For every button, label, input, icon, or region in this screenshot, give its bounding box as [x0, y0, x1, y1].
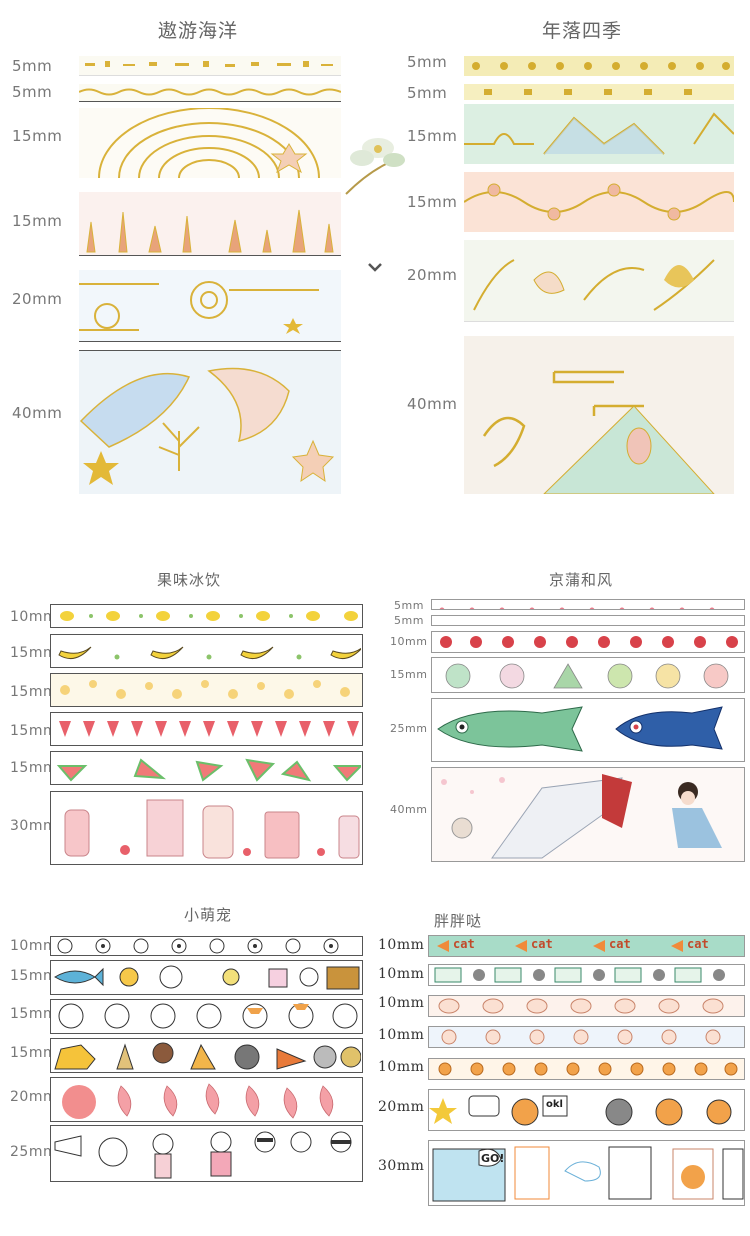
washi-tape-chubby-3 — [428, 995, 745, 1017]
tape-label: 20mm — [10, 1089, 58, 1105]
washi-tape-ocean-5mm-b — [79, 84, 341, 102]
washi-tape-koi-25mm — [431, 698, 745, 762]
tape-label: 20mm — [407, 266, 458, 284]
tape-label: 15mm — [390, 668, 428, 681]
tape-label: 20mm — [378, 1099, 425, 1115]
go-word-text: GO! — [481, 1152, 505, 1165]
okl-word-text: okl — [546, 1099, 563, 1110]
set-title-fruit: 果味冰饮 — [157, 571, 222, 589]
tape-label: 10mm — [378, 937, 425, 953]
cat-word-text: cat — [453, 937, 475, 951]
washi-tape-pets-25mm — [50, 1125, 363, 1182]
washi-tape-chubby-2 — [428, 964, 745, 986]
set-title-seasons: 年落四季 — [542, 20, 623, 42]
washi-tape-jp-5mm-a — [431, 599, 745, 610]
tape-label: 15mm — [12, 212, 63, 230]
washi-tape-seasons-15mm-b — [464, 172, 734, 232]
washi-tape-orange — [50, 673, 363, 707]
tape-label: 25mm — [10, 1144, 58, 1160]
tape-label: 10mm — [10, 938, 58, 954]
washi-tape-banana — [50, 634, 363, 668]
set-title-chubby: 胖胖哒 — [434, 912, 483, 930]
tape-label: 15mm — [10, 1006, 58, 1022]
tape-label: 15mm — [10, 1045, 58, 1061]
tape-label: 5mm — [12, 57, 53, 75]
set-title-japanese: 京蒲和风 — [549, 571, 614, 589]
washi-tape-pets-20mm — [50, 1077, 363, 1122]
tape-label: 5mm — [394, 599, 424, 612]
washi-tape-ocean-40mm — [79, 350, 341, 494]
chevron-down-icon — [368, 263, 382, 272]
washi-tape-ocean-5mm-a — [79, 56, 341, 76]
flower-sprig-decoration — [345, 138, 405, 195]
washi-tape-seasons-15mm-a — [464, 104, 734, 164]
washi-tape-seasons-40mm — [464, 336, 734, 494]
tape-label: 15mm — [10, 760, 58, 776]
tape-label: 30mm — [378, 1158, 425, 1174]
tape-label: 10mm — [10, 609, 58, 625]
washi-tape-pets-15mm-c — [50, 1038, 363, 1073]
washi-tape-chubby-5 — [428, 1058, 745, 1080]
cat-word-text: cat — [609, 937, 631, 951]
washi-tape-pets-10mm — [50, 936, 363, 956]
washi-tape-jp-15mm — [431, 657, 745, 693]
washi-tape-ocean-15mm-b — [79, 192, 341, 256]
tape-label: 10mm — [378, 995, 425, 1011]
washi-tape-ocean-15mm-a — [79, 108, 341, 178]
tape-label: 10mm — [390, 635, 428, 648]
set-title-ocean: 遨游海洋 — [158, 20, 239, 42]
tape-label: 15mm — [10, 968, 58, 984]
tape-label: 5mm — [407, 53, 448, 71]
washi-tape-drinks — [50, 791, 363, 865]
set-title-pets: 小萌宠 — [184, 906, 233, 924]
washi-tape-kimono-40mm — [431, 767, 745, 862]
tape-label: 5mm — [407, 84, 448, 102]
tape-label: 15mm — [12, 127, 63, 145]
tape-label: 40mm — [407, 395, 458, 413]
washi-tape-chubby-20mm: okl — [428, 1089, 745, 1131]
tape-label: 15mm — [10, 684, 58, 700]
washi-tape-strawberry — [50, 712, 363, 746]
washi-tape-seasons-5mm-a — [464, 56, 734, 76]
tape-label: 25mm — [390, 722, 428, 735]
washi-tape-pets-15mm-a — [50, 960, 363, 995]
tape-label: 5mm — [12, 83, 53, 101]
washi-tape-pets-15mm-b — [50, 999, 363, 1034]
tape-label: 15mm — [407, 193, 458, 211]
tape-label: 10mm — [378, 966, 425, 982]
washi-tape-chubby-4 — [428, 1026, 745, 1048]
washi-tape-ocean-20mm — [79, 270, 341, 342]
tape-label: 40mm — [390, 803, 428, 816]
washi-tape-chubby-30mm: GO! — [428, 1140, 745, 1206]
tape-label: 40mm — [12, 404, 63, 422]
washi-tape-seasons-5mm-b — [464, 84, 734, 100]
tape-label: 15mm — [10, 645, 58, 661]
washi-tape-seasons-20mm — [464, 240, 734, 322]
tape-label: 10mm — [378, 1059, 425, 1075]
tape-label: 15mm — [407, 127, 458, 145]
washi-tape-jp-5mm-b — [431, 615, 745, 626]
tape-label: 30mm — [10, 818, 58, 834]
tape-label: 20mm — [12, 290, 63, 308]
tape-label: 15mm — [10, 723, 58, 739]
tape-label: 10mm — [378, 1027, 425, 1043]
washi-tape-chubby-cat: cat cat cat cat — [428, 935, 745, 957]
cat-word-text: cat — [531, 937, 553, 951]
washi-tape-lemon — [50, 604, 363, 628]
tape-label: 5mm — [394, 614, 424, 627]
cat-word-text: cat — [687, 937, 709, 951]
washi-tape-watermelon — [50, 751, 363, 785]
washi-tape-jp-10mm — [431, 631, 745, 653]
